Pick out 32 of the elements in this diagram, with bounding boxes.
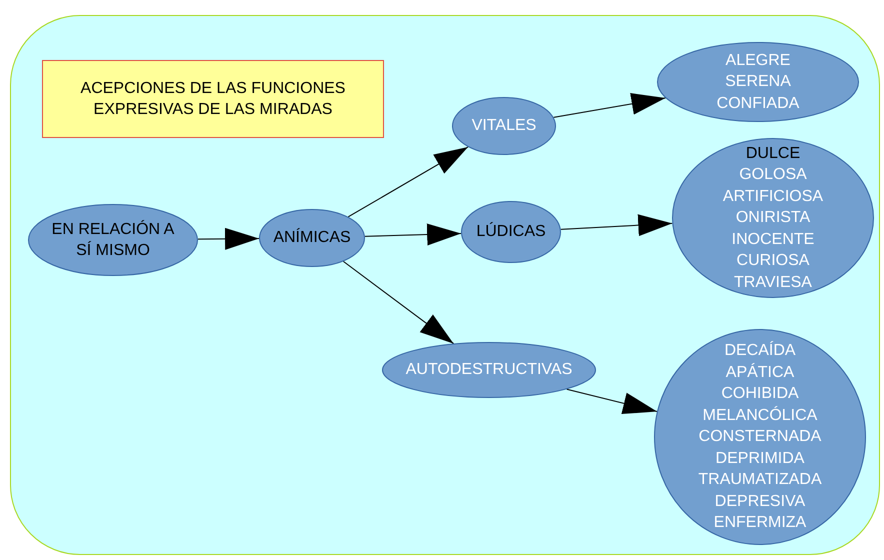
node-label: CONFIADA — [716, 94, 800, 114]
node-label: DULCE — [746, 144, 800, 164]
node-label: ONIRISTA — [736, 208, 810, 228]
arrow — [197, 228, 260, 250]
node-label: INOCENTE — [732, 230, 814, 250]
node-label: DEPRIMIDA — [716, 448, 804, 469]
node-label: MELANCÓLICA — [702, 405, 818, 426]
node-label: EN RELACIÓN A SÍ MISMO — [50, 219, 176, 261]
node-label: TRAVIESA — [734, 272, 812, 293]
arrow — [364, 224, 462, 246]
arrow — [566, 388, 658, 414]
node-label: TRAUMATIZADA — [698, 470, 822, 490]
node-label: LÚDICAS — [476, 221, 546, 242]
arrow — [560, 214, 673, 236]
node-label: COHIBIDA — [721, 384, 799, 404]
arrow — [342, 260, 454, 344]
node-label: VITALES — [472, 116, 536, 136]
title-text: ACEPCIONES DE LAS FUNCIONES EXPRESIVAS DE LAS MIRADAS — [80, 79, 346, 120]
node-label: ENFERMIZA — [714, 513, 806, 534]
node-label: CONSTERNADA — [698, 427, 822, 448]
node-label: SERENA — [725, 72, 791, 92]
node-label: APÁTICA — [726, 362, 794, 383]
node-label: DEPRESIVA — [714, 492, 806, 512]
node-label: ALEGRE — [726, 50, 790, 71]
node-label: CURIOSA — [736, 251, 810, 272]
node-label: ARTIFICIOSA — [722, 186, 824, 207]
node-label: AUTODESTRUCTIVAS — [406, 360, 572, 380]
node-label: DECAÍDA — [724, 340, 796, 362]
node-label: GOLOSA — [739, 165, 807, 186]
arrow — [553, 93, 666, 118]
node-label: ANÍMICAS — [273, 227, 351, 248]
arrow — [348, 146, 469, 218]
